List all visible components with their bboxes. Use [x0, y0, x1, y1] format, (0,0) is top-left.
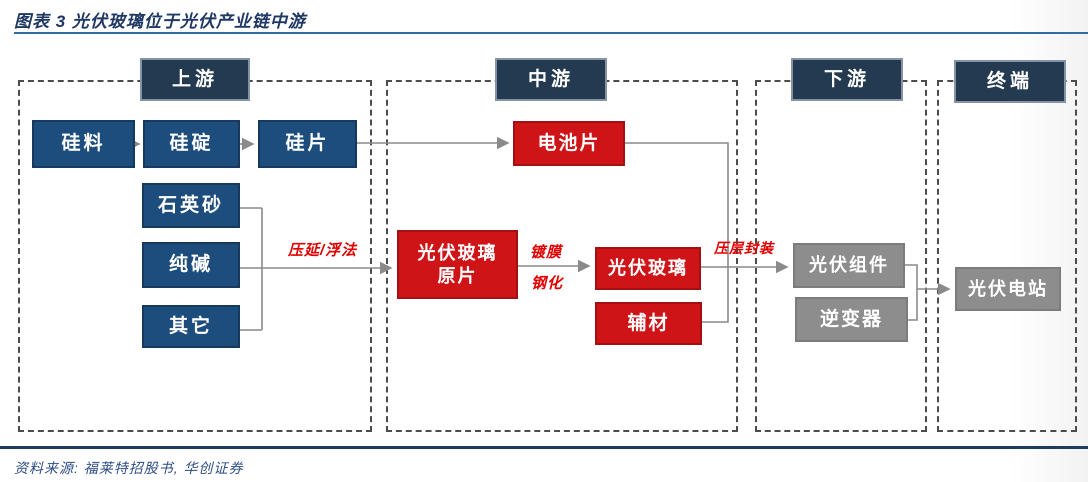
- figure-title: 图表 3 光伏玻璃位于光伏产业链中游: [14, 12, 306, 31]
- node-inverter: 逆变器: [795, 297, 908, 342]
- footer-rule: [0, 446, 1088, 449]
- node-pv-glass: 光伏玻璃: [595, 247, 701, 290]
- label-coating: 镀膜: [530, 244, 563, 261]
- title-underline: [14, 32, 1088, 34]
- midstream-header: 中游: [495, 58, 607, 101]
- downstream-header: 下游: [791, 58, 903, 101]
- upstream-header: 上游: [140, 58, 250, 101]
- node-silicon-material: 硅料: [32, 120, 135, 168]
- node-auxiliary-material: 辅材: [595, 302, 702, 345]
- node-pv-glass-raw-sheet: 光伏玻璃 原片: [397, 230, 518, 299]
- label-lamination-packaging: 压层封装: [714, 240, 774, 256]
- node-soda-ash: 纯碱: [142, 242, 240, 288]
- node-pv-station: 光伏电站: [955, 267, 1061, 311]
- node-cell: 电池片: [513, 121, 625, 166]
- node-silicon-wafer: 硅片: [258, 120, 357, 168]
- label-tempering: 钢化: [531, 275, 564, 292]
- figure-source: 资料来源: 福莱特招股书, 华创证券: [14, 460, 244, 476]
- label-calendering-float: 压延/浮法: [288, 242, 358, 259]
- node-quartz-sand: 石英砂: [142, 183, 240, 228]
- node-silicon-ingot: 硅碇: [143, 120, 240, 168]
- terminal-header: 终端: [954, 60, 1066, 103]
- node-others: 其它: [142, 305, 240, 348]
- node-pv-module: 光伏组件: [793, 243, 905, 288]
